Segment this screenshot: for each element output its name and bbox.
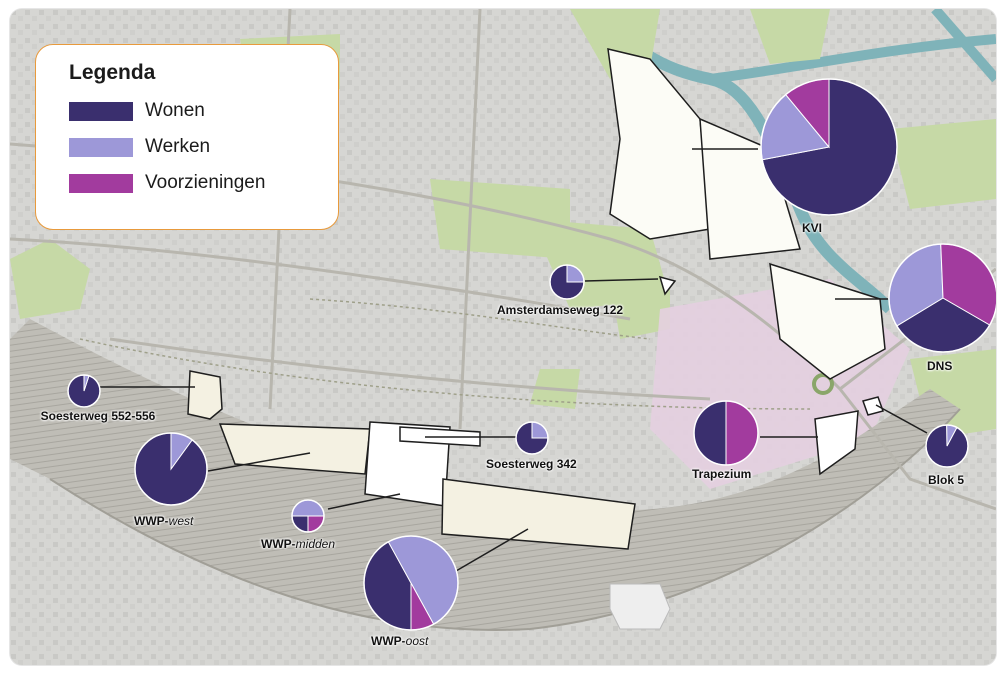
pie-amsterdamseweg-122 (549, 264, 585, 300)
label-soesterweg-552-556: Soesterweg 552-556 (40, 409, 156, 423)
legend-label-voorzieningen: Voorzieningen (145, 172, 266, 193)
pie-outline-dns (888, 243, 996, 353)
legend-label-wonen: Wonen (145, 100, 205, 121)
label-kvi: KVI (802, 221, 823, 235)
development-plots (187, 48, 886, 550)
pie-soesterweg-342 (515, 421, 549, 455)
legend-item-voorzieningen: Voorzieningen (69, 165, 338, 201)
legend-swatch-werken (69, 137, 133, 157)
pie-trapezium (693, 400, 759, 466)
legend: Legenda Wonen Werken Voorzieningen (35, 44, 339, 230)
pie-dns (888, 243, 996, 353)
pie-outline-soesterweg-552-556 (67, 374, 101, 408)
pie-outline-amsterdamseweg-122 (549, 264, 585, 300)
pie-kvi (760, 78, 898, 216)
pie-outline-trapezium (693, 400, 759, 466)
pie-charts (67, 78, 996, 631)
canal-north (931, 9, 996, 83)
map-frame: Legenda Wonen Werken Voorzieningen KVI D… (10, 9, 996, 665)
pie-outline-soesterweg-342 (515, 421, 549, 455)
pie-wwp-midden (291, 499, 325, 533)
green-paths (79, 298, 811, 410)
pie-wwp-oost (363, 535, 459, 631)
connector-lines (100, 148, 928, 572)
label-amsterdamseweg-122: Amsterdamseweg 122 (497, 303, 624, 317)
label-wwp-oost: WWP-oost (371, 634, 429, 648)
pie-outline-wwp-west (134, 432, 208, 506)
pie-outline-blok-5 (925, 424, 969, 468)
label-blok-5: Blok 5 (928, 473, 965, 487)
pie-wwp-west (134, 432, 208, 506)
pie-soesterweg-552-556 (67, 374, 101, 408)
pie-outline-wwp-midden (291, 499, 325, 533)
pie-outline-kvi (760, 78, 898, 216)
railway-track (49, 408, 961, 631)
roundabout (812, 373, 834, 395)
legend-item-werken: Werken (69, 129, 338, 165)
label-wwp-west: WWP-west (134, 514, 194, 528)
legend-item-wonen: Wonen (69, 93, 338, 129)
legend-title: Legenda (69, 61, 156, 84)
legend-swatch-voorzieningen (69, 173, 133, 193)
legend-label-werken: Werken (145, 136, 211, 157)
label-dns: DNS (927, 359, 953, 373)
pie-blok-5 (925, 424, 969, 468)
label-soesterweg-342: Soesterweg 342 (486, 457, 577, 471)
station-building (609, 583, 671, 630)
railway-corridor (10, 319, 960, 630)
label-wwp-midden: WWP-midden (261, 537, 336, 551)
map-canvas[interactable] (10, 9, 996, 665)
legend-swatch-wonen (69, 101, 133, 121)
canal-branch (709, 34, 996, 84)
label-trapezium: Trapezium (692, 467, 752, 481)
pie-outline-wwp-oost (363, 535, 459, 631)
